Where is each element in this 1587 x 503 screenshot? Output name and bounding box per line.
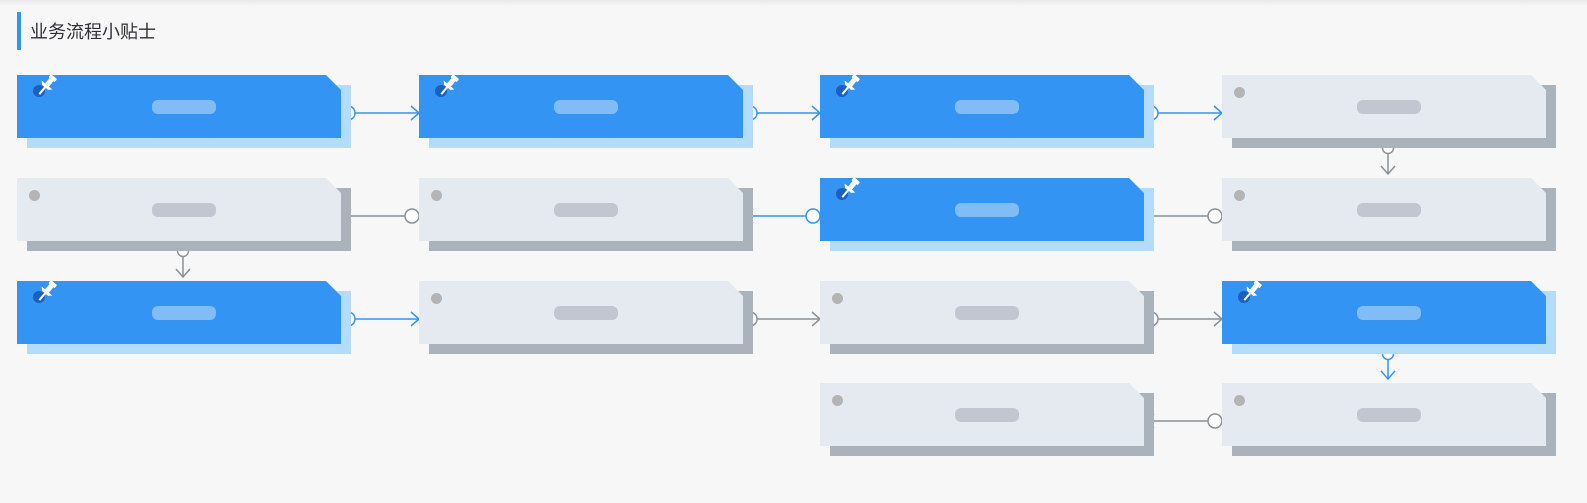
flow-step-3[interactable] [820,74,1154,148]
dot-icon [431,190,442,201]
flow-step-label [77,97,291,117]
flow-step-2[interactable] [419,74,753,148]
flow-step-label [1282,200,1496,220]
flow-connector-2-3 [742,105,822,121]
flow-connector-3-4 [1143,105,1224,121]
flow-step-label [479,200,693,220]
pushpin-icon [431,71,465,101]
flow-connector-6-7 [743,208,821,224]
flow-step-5[interactable] [1222,178,1556,251]
flow-step-1[interactable] [17,74,351,148]
flow-step-label [479,303,693,323]
dot-icon [1234,87,1245,98]
flow-connector-1-2 [340,105,421,121]
dot-icon [1234,395,1245,406]
pushpin-icon [29,277,63,307]
section-title: 业务流程小贴士 [17,12,156,50]
flow-step-label [1282,405,1496,425]
pushpin-icon [832,71,866,101]
flow-step-6[interactable] [820,177,1154,251]
flow-step-label [880,97,1094,117]
pushpin-icon [29,71,63,101]
section-title-text: 业务流程小贴士 [30,22,156,43]
pushpin-icon [1234,277,1268,307]
flow-connector-7-8 [341,208,420,224]
pushpin-icon [832,174,866,204]
flow-step-10[interactable] [419,281,753,354]
dot-icon [29,190,40,201]
dot-icon [431,293,442,304]
dot-icon [832,293,843,304]
flow-step-label [880,303,1094,323]
flow-step-label [479,97,693,117]
flow-step-label [880,405,1094,425]
flow-connector-11-12 [1143,311,1224,327]
top-shadow [0,0,1587,6]
flow-step-8[interactable] [17,178,351,251]
flow-step-9[interactable] [17,280,351,354]
flow-step-7[interactable] [419,178,753,251]
flow-connector-10-11 [742,311,822,327]
flow-step-label [1282,97,1496,117]
flow-step-label [77,200,291,220]
flow-step-label [880,200,1094,220]
flow-step-13[interactable] [1222,383,1556,456]
dot-icon [832,395,843,406]
flow-step-11[interactable] [820,281,1154,354]
flow-step-label [1282,303,1496,323]
flow-connector-13-14 [1144,413,1223,429]
flow-step-label [77,303,291,323]
flow-connector-5-6 [1144,208,1223,224]
flow-step-4[interactable] [1222,75,1556,148]
flow-connector-9-10 [340,311,421,327]
flow-step-14[interactable] [820,383,1154,456]
flow-step-12[interactable] [1222,280,1556,354]
dot-icon [1234,190,1245,201]
